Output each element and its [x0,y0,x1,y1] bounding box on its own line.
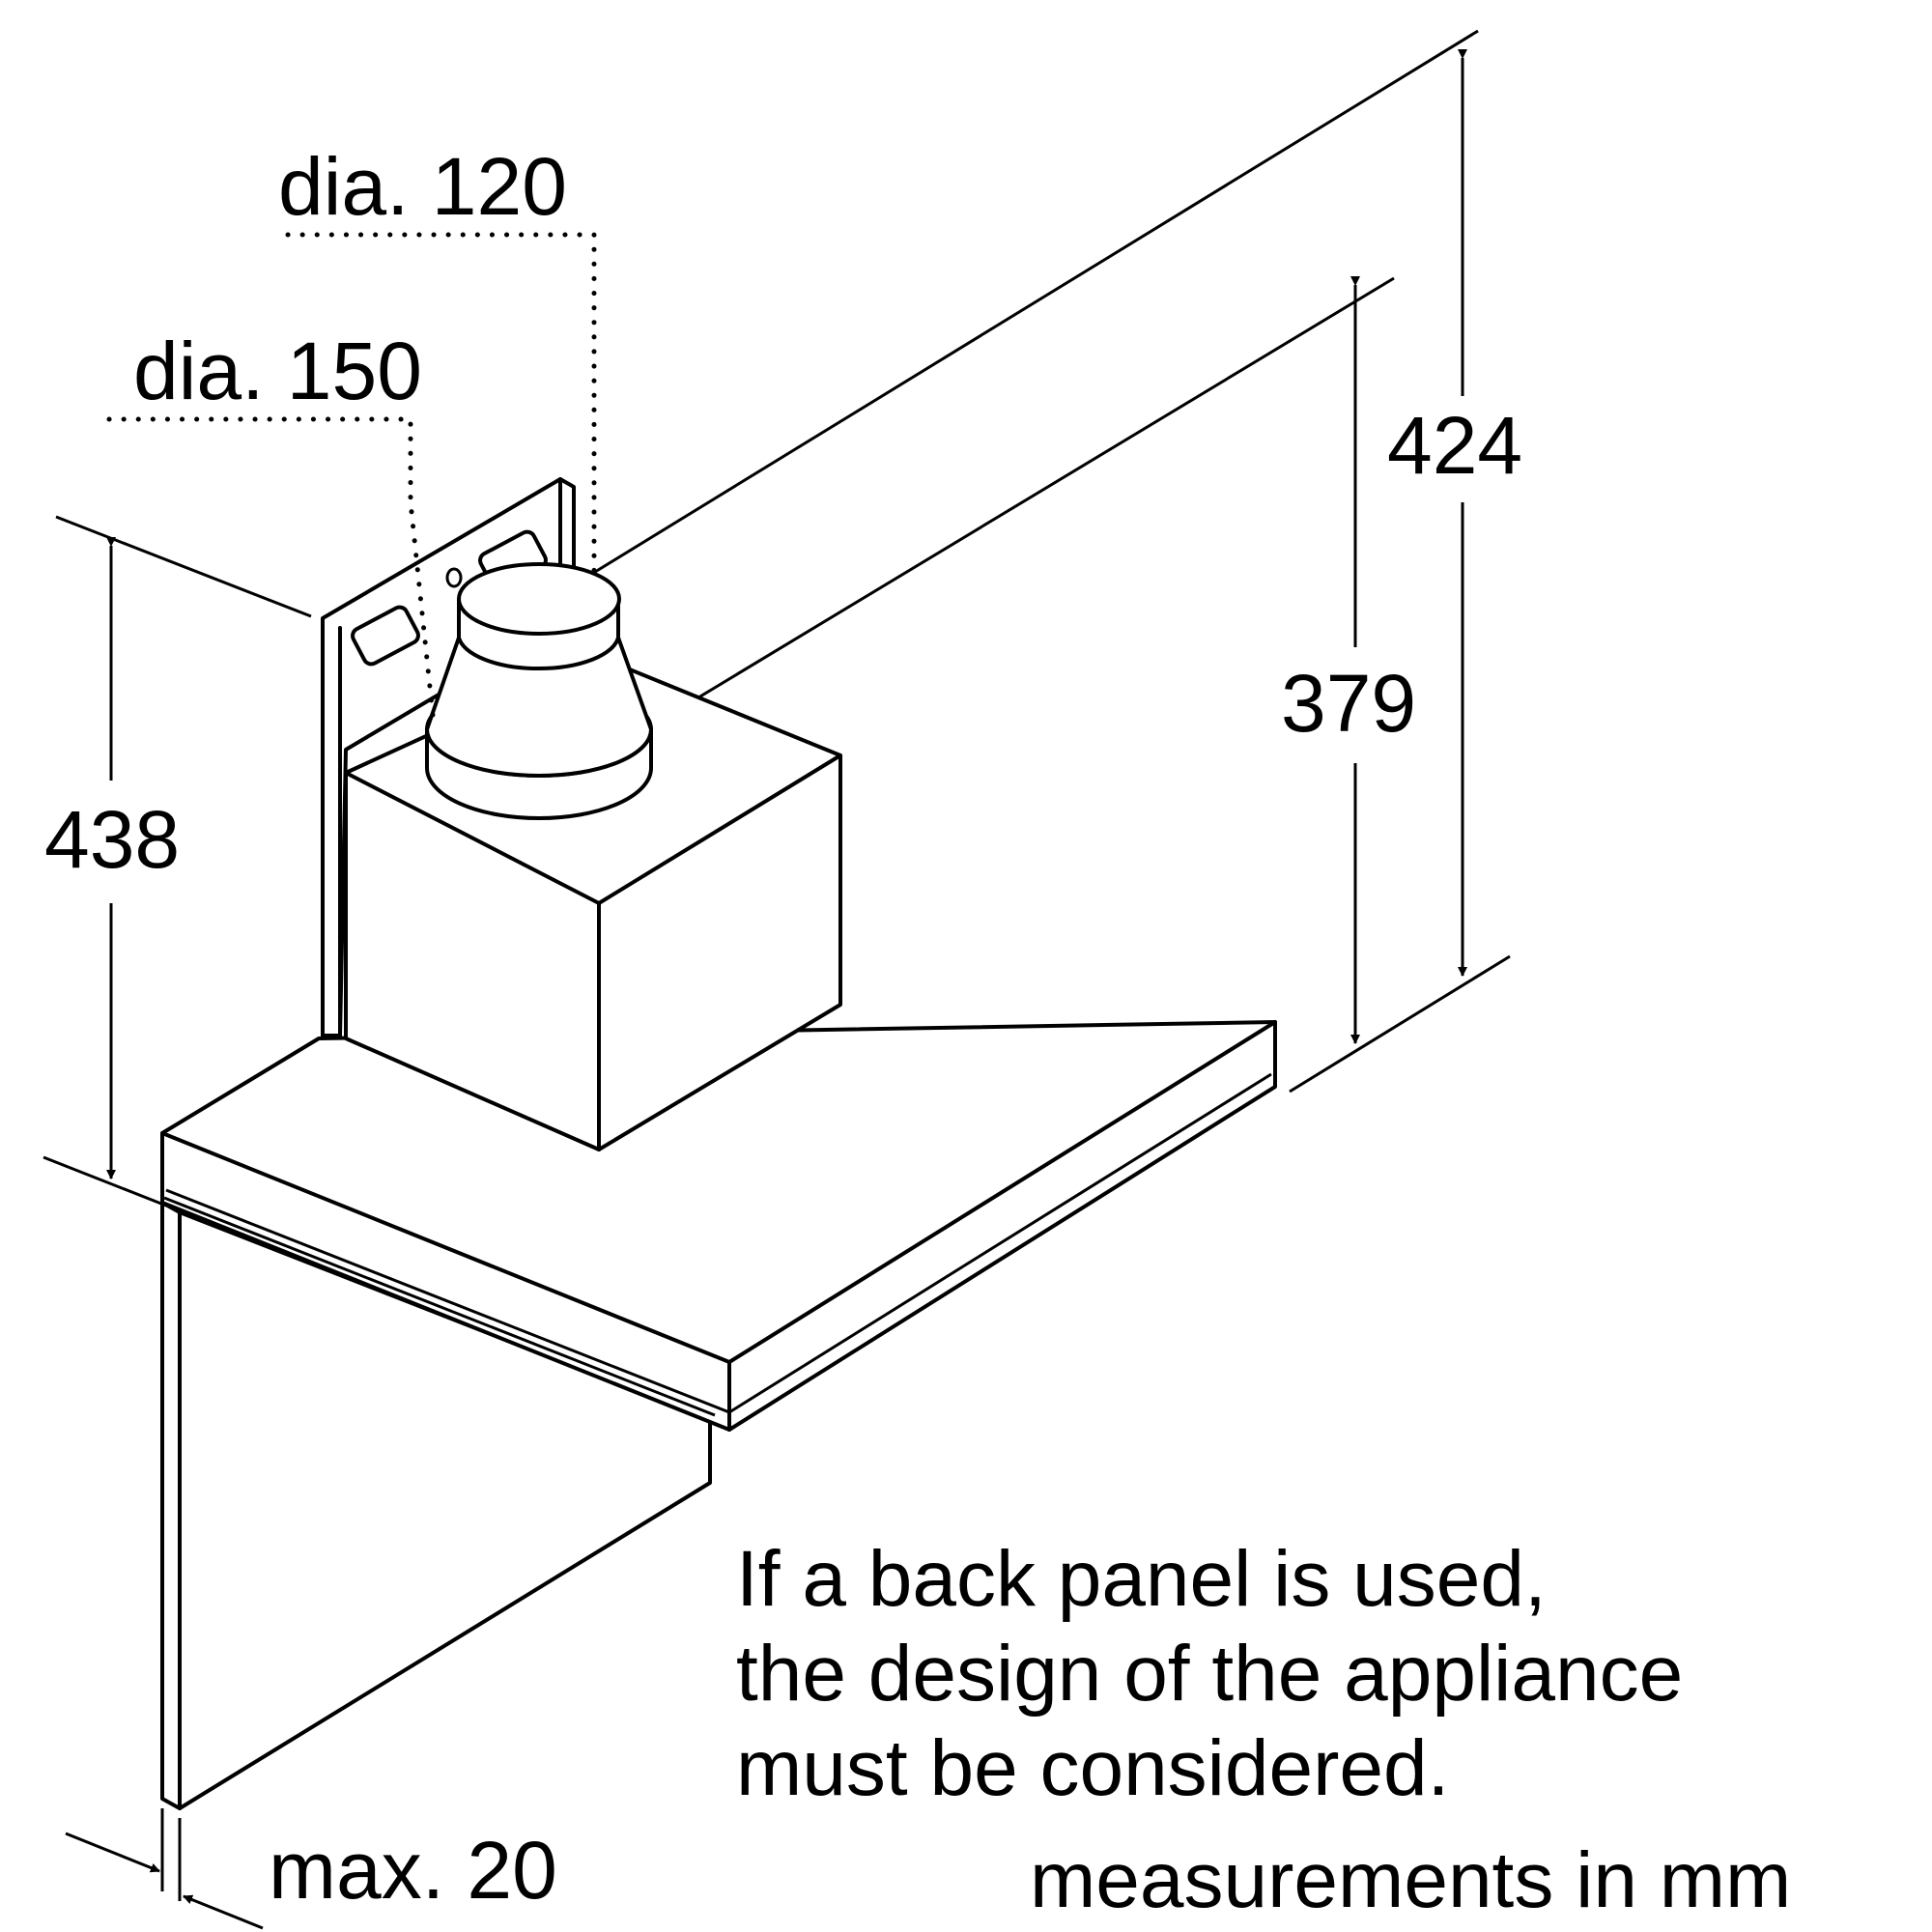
units-caption: measurements in mm [1030,1836,1791,1924]
diameter-leaders [106,232,597,718]
reference-lines [43,29,1511,1208]
dia-120-label: dia. 120 [278,141,567,232]
dimension-424-label: 424 [1387,400,1522,491]
dia-150-label: dia. 150 [133,326,422,416]
duct-connector [425,562,653,820]
dimension-379-label: 379 [1281,658,1416,749]
dimension-438-label: 438 [44,794,180,885]
max-20-label: max. 20 [269,1825,557,1916]
back-panel [160,1201,712,1810]
note-line-1: If a back panel is used, [736,1535,1547,1623]
back-panel-note: If a back panel is used, the design of t… [736,1535,1683,1812]
note-line-3: must be considered. [736,1724,1449,1812]
dimension-lines [65,49,1467,1930]
note-line-2: the design of the appliance [736,1630,1683,1718]
